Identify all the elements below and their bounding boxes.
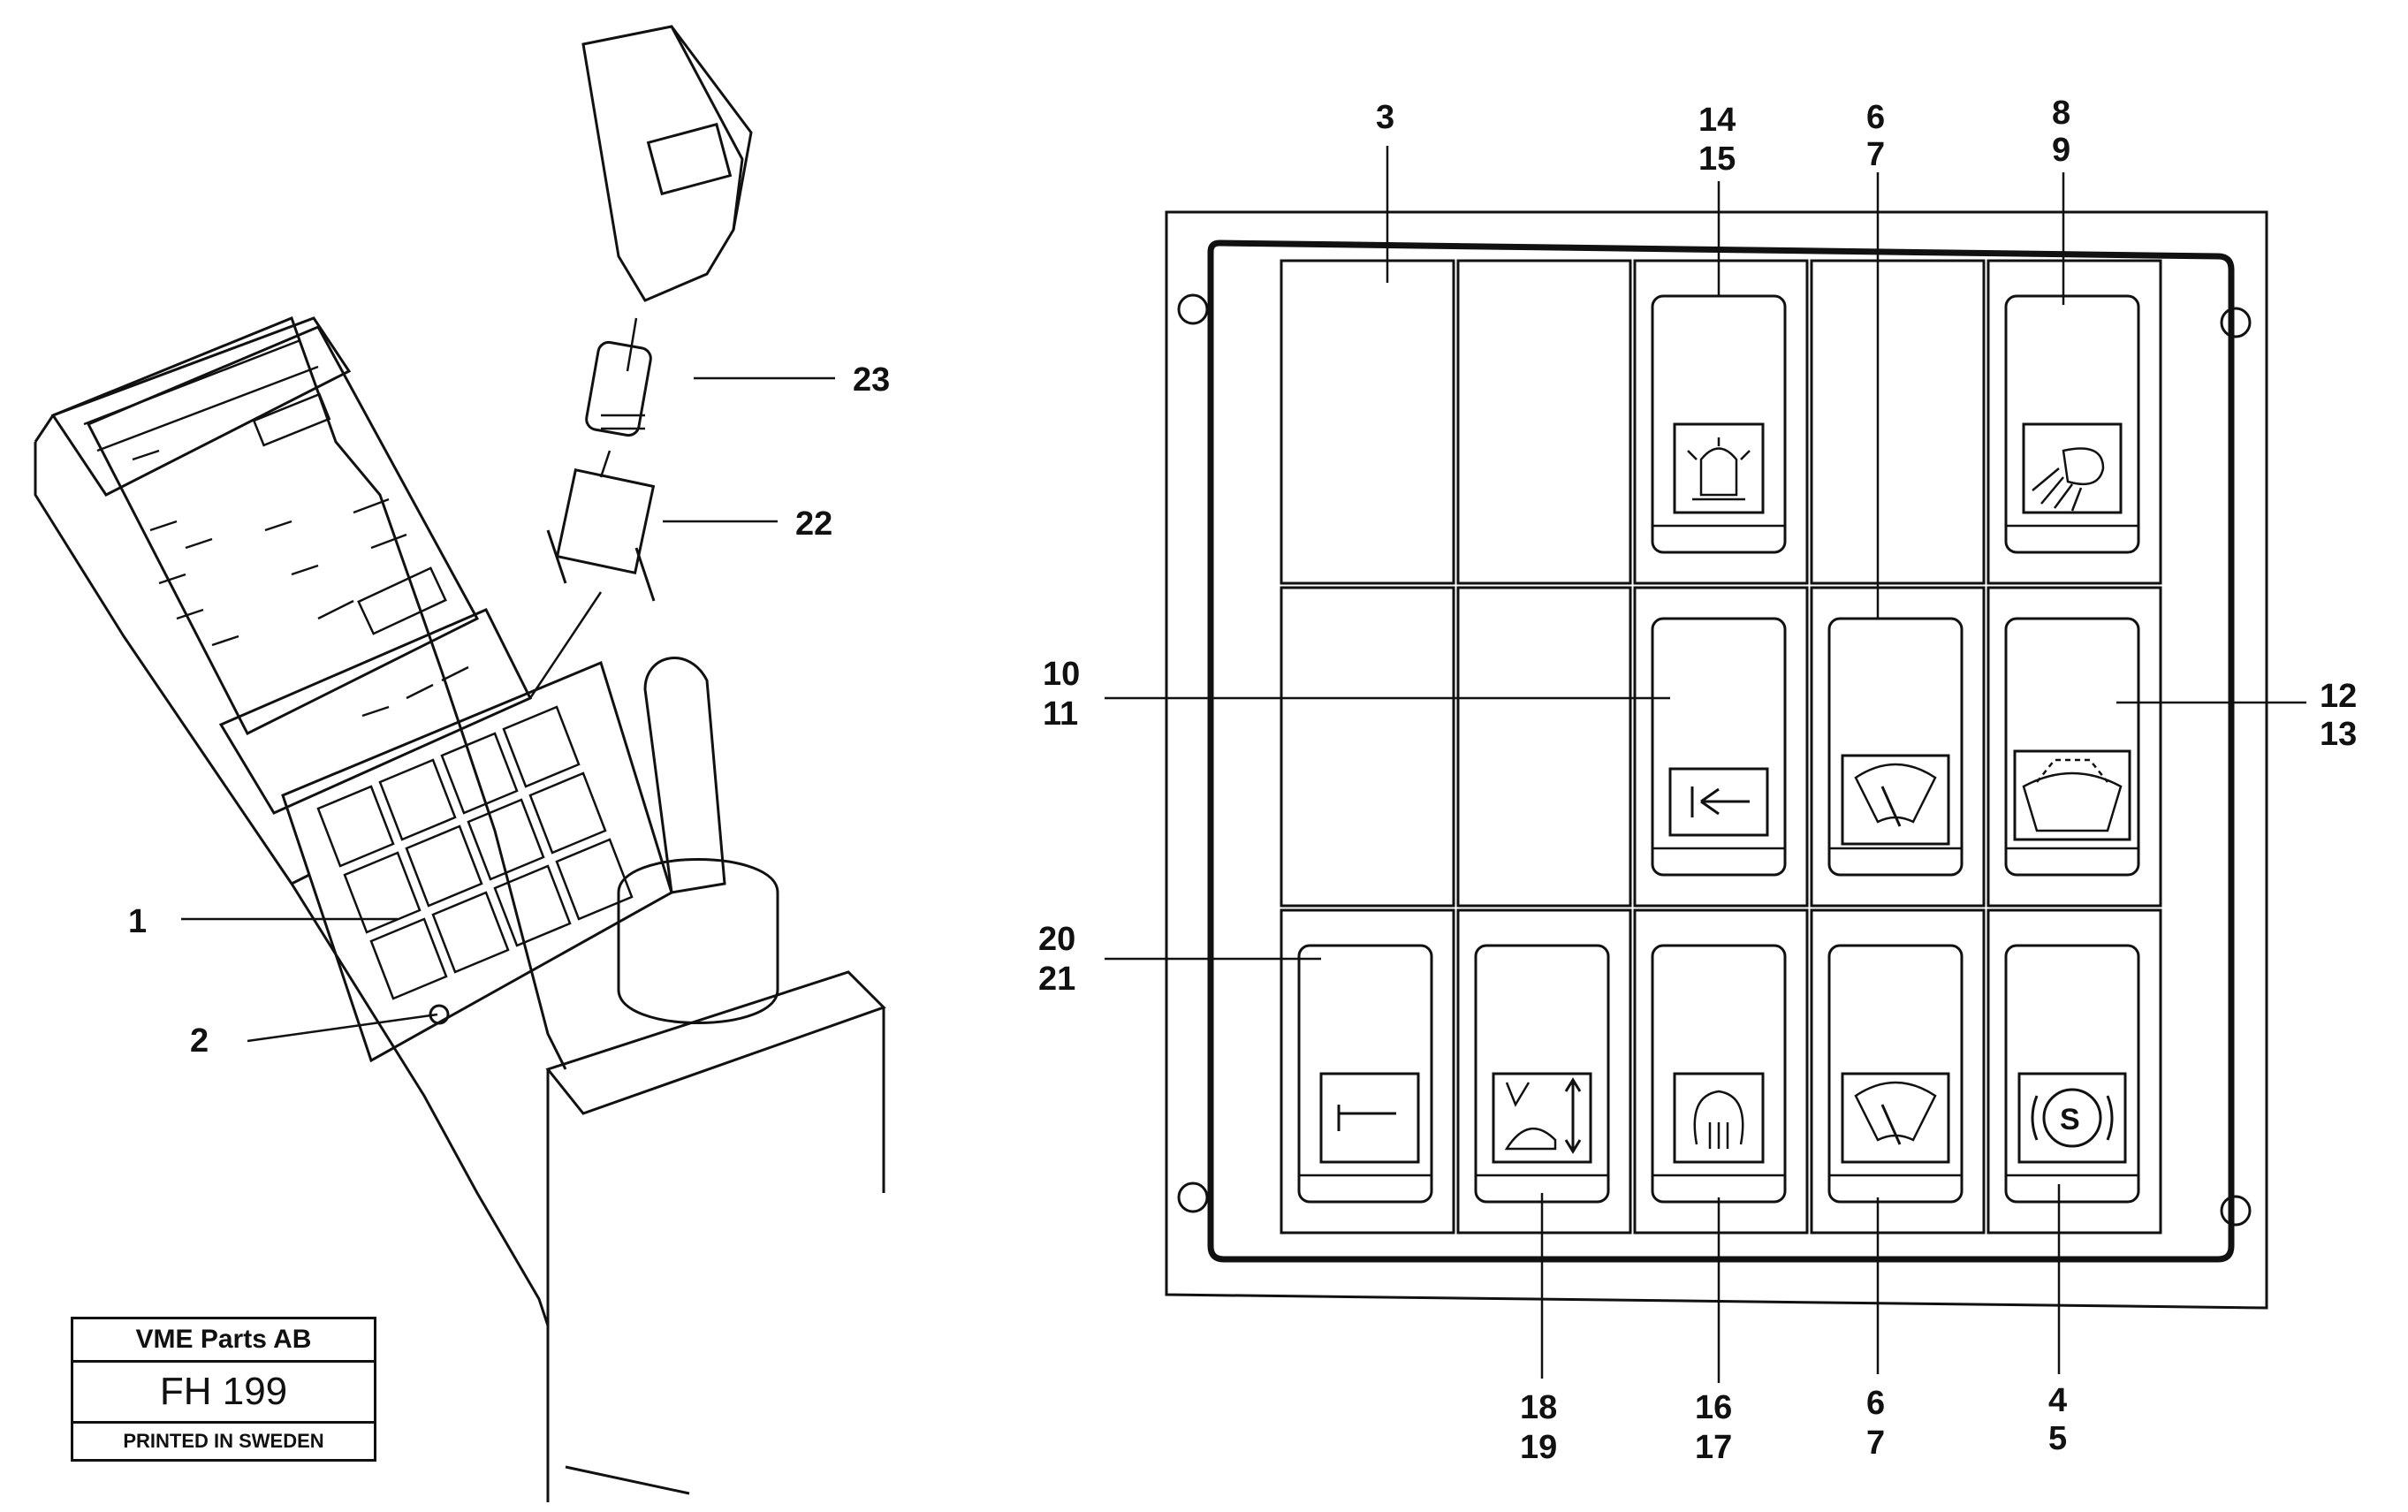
rocker-switch-r2c5 bbox=[2004, 617, 2140, 877]
control-console bbox=[34, 25, 886, 1502]
callout-6-bottom: 6 bbox=[1866, 1385, 1885, 1422]
callout-3: 3 bbox=[1376, 99, 1394, 136]
callout-21: 21 bbox=[1038, 961, 1075, 998]
callout-20: 20 bbox=[1038, 921, 1075, 958]
switch-grid bbox=[1280, 259, 2162, 1235]
rocker-switch-r1c3 bbox=[1651, 294, 1787, 554]
wiper-icon bbox=[1854, 763, 1937, 827]
callout-11: 11 bbox=[1043, 695, 1078, 733]
defroster-icon bbox=[1693, 1090, 1744, 1149]
callout-7-top: 7 bbox=[1866, 136, 1885, 173]
svg-text:S: S bbox=[2060, 1103, 2080, 1136]
callout-8: 8 bbox=[2052, 95, 2070, 132]
wiper-icon bbox=[1854, 1081, 1937, 1145]
parking-brake-icon: S bbox=[2031, 1088, 2114, 1148]
rocker-switch-r3c1 bbox=[1297, 944, 1433, 1204]
work-light-icon bbox=[2032, 447, 2105, 512]
drawing-code: FH 199 bbox=[73, 1363, 374, 1424]
callout-1: 1 bbox=[128, 903, 147, 940]
rocker-switch-r3c4 bbox=[1827, 944, 1964, 1204]
rocker-switch-r2c3 bbox=[1651, 617, 1787, 877]
callout-12: 12 bbox=[2320, 678, 2357, 715]
hammer-icon bbox=[1337, 1105, 1396, 1131]
callout-16: 16 bbox=[1695, 1389, 1732, 1426]
company-name: VME Parts AB bbox=[73, 1319, 374, 1363]
switch-panel: S bbox=[1105, 146, 2306, 1383]
exploded-rocker-switch bbox=[528, 25, 753, 699]
callout-2: 2 bbox=[190, 1022, 209, 1060]
joystick bbox=[545, 657, 886, 1502]
callout-5: 5 bbox=[2048, 1420, 2067, 1457]
rocker-switch-r2c4 bbox=[1827, 617, 1964, 877]
title-block: VME Parts AB FH 199 PRINTED IN SWEDEN bbox=[71, 1317, 376, 1462]
rocker-switch-r3c2 bbox=[1474, 944, 1610, 1204]
callout-15: 15 bbox=[1698, 141, 1736, 178]
callout-10: 10 bbox=[1043, 656, 1080, 693]
indicator-panel bbox=[86, 325, 480, 736]
arrow-left-icon bbox=[1690, 786, 1750, 817]
rocker-switch-r3c5: S bbox=[2004, 944, 2140, 1204]
rocker-switch-r3c3 bbox=[1651, 944, 1787, 1204]
callout-6-top: 6 bbox=[1866, 99, 1885, 136]
callout-9: 9 bbox=[2052, 132, 2070, 169]
callout-23: 23 bbox=[853, 361, 890, 399]
callout-7-bottom: 7 bbox=[1866, 1425, 1885, 1462]
callout-22: 22 bbox=[795, 505, 832, 543]
beacon-light-icon bbox=[1687, 437, 1751, 501]
callout-18: 18 bbox=[1520, 1389, 1557, 1426]
rocker-switch-r1c5 bbox=[2004, 294, 2140, 554]
callout-14: 14 bbox=[1698, 102, 1736, 139]
callout-19: 19 bbox=[1520, 1429, 1557, 1466]
callout-13: 13 bbox=[2320, 716, 2357, 753]
printed-note: PRINTED IN SWEDEN bbox=[123, 1430, 324, 1452]
rear-wiper-icon bbox=[2022, 758, 2123, 832]
callout-17: 17 bbox=[1695, 1429, 1732, 1466]
bucket-lift-icon bbox=[1504, 1077, 1582, 1154]
callout-4: 4 bbox=[2048, 1382, 2067, 1419]
